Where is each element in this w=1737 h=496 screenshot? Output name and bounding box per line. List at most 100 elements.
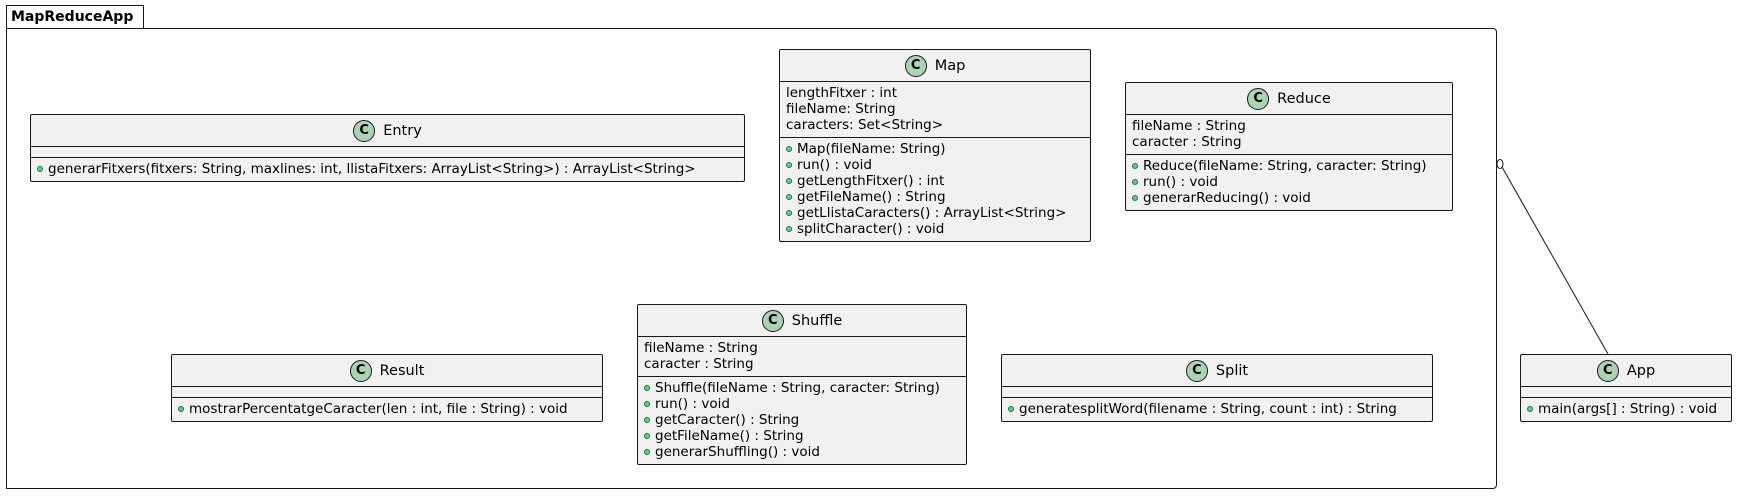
class-name: Reduce xyxy=(1277,90,1331,107)
fields-section xyxy=(172,387,602,398)
public-visibility-icon xyxy=(1132,179,1138,185)
class-icon: C xyxy=(761,309,784,332)
field: fileName : String xyxy=(644,340,758,356)
method: generarReducing() : void xyxy=(1132,190,1452,206)
public-visibility-icon xyxy=(786,162,792,168)
method-signature: run() : void xyxy=(655,396,730,412)
class-entry[interactable]: C Entry generarFitxers(fitxers: String, ma… xyxy=(30,114,745,182)
class-icon: C xyxy=(1185,359,1208,382)
method-signature: generatesplitWord(filename : String, cou… xyxy=(1019,401,1397,417)
aggregation-diamond-icon xyxy=(1496,159,1504,169)
method: Map(fileName: String) xyxy=(786,141,1090,157)
field: caracter : String xyxy=(1132,134,1242,150)
class-name: Result xyxy=(379,362,425,379)
class-header: C App xyxy=(1521,355,1731,387)
field: caracter : String xyxy=(644,356,754,372)
method-signature: getLlistaCaracters() : ArrayList<String> xyxy=(797,205,1067,221)
method: getLlistaCaracters() : ArrayList<String> xyxy=(786,205,1090,221)
class-name: Split xyxy=(1215,362,1249,379)
class-header: C Result xyxy=(172,355,602,387)
methods-section: main(args[] : String) : void xyxy=(1521,398,1731,421)
field: fileName: String xyxy=(786,101,896,117)
class-icon: C xyxy=(904,54,927,77)
public-visibility-icon xyxy=(644,385,650,391)
class-icon: C xyxy=(353,119,376,142)
methods-section: Reduce(fileName: String, caracter: Strin… xyxy=(1126,155,1452,210)
method: getLengthFitxer() : int xyxy=(786,173,1090,189)
class-result[interactable]: C Result mostrarPercentatgeCaracter(len : … xyxy=(171,354,603,422)
method: generarFitxers(fitxers: String, maxlines… xyxy=(37,161,744,177)
public-visibility-icon xyxy=(644,417,650,423)
method: getFileName() : String xyxy=(786,189,1090,205)
class-app[interactable]: C App main(args[] : String) : void xyxy=(1520,354,1732,422)
method: generarShuffling() : void xyxy=(644,444,966,460)
method: getCaracter() : String xyxy=(644,412,966,428)
method: run() : void xyxy=(644,396,966,412)
class-header: C Entry xyxy=(31,115,744,147)
method-signature: getFileName() : String xyxy=(655,428,804,444)
method-signature: getLengthFitxer() : int xyxy=(797,173,945,189)
method: Shuffle(fileName : String, caracter: Str… xyxy=(644,380,966,396)
public-visibility-icon xyxy=(644,401,650,407)
package-tab: MapReduceApp xyxy=(6,5,145,29)
class-name: App xyxy=(1626,362,1656,379)
methods-section: mostrarPercentatgeCaracter(len : int, fi… xyxy=(172,398,602,421)
method: run() : void xyxy=(1132,174,1452,190)
method: generatesplitWord(filename : String, cou… xyxy=(1008,401,1432,417)
class-icon: C xyxy=(1596,359,1619,382)
method: getFileName() : String xyxy=(644,428,966,444)
method-signature: Shuffle(fileName : String, caracter: Str… xyxy=(655,380,940,396)
method: mostrarPercentatgeCaracter(len : int, fi… xyxy=(178,401,602,417)
field: fileName : String xyxy=(1132,118,1246,134)
public-visibility-icon xyxy=(786,210,792,216)
field: lengthFitxer : int xyxy=(786,85,898,101)
methods-section: generarFitxers(fitxers: String, maxlines… xyxy=(31,158,744,181)
class-icon: C xyxy=(349,359,372,382)
methods-section: generatesplitWord(filename : String, cou… xyxy=(1002,398,1432,421)
method: main(args[] : String) : void xyxy=(1527,401,1731,417)
method: splitCharacter() : void xyxy=(786,221,1090,237)
class-icon: C xyxy=(1247,87,1270,110)
fields-section xyxy=(1521,387,1731,398)
field: caracters: Set<String> xyxy=(786,117,944,133)
method-signature: mostrarPercentatgeCaracter(len : int, fi… xyxy=(189,401,568,417)
package-name: MapReduceApp xyxy=(11,9,134,25)
public-visibility-icon xyxy=(1132,163,1138,169)
public-visibility-icon xyxy=(178,406,184,412)
method-signature: run() : void xyxy=(1143,174,1218,190)
class-name: Entry xyxy=(383,122,422,139)
public-visibility-icon xyxy=(644,433,650,439)
public-visibility-icon xyxy=(37,166,43,172)
class-name: Shuffle xyxy=(791,312,843,329)
public-visibility-icon xyxy=(786,178,792,184)
method-signature: main(args[] : String) : void xyxy=(1538,401,1718,417)
method: Reduce(fileName: String, caracter: Strin… xyxy=(1132,158,1452,174)
method-signature: generarShuffling() : void xyxy=(655,444,820,460)
method-signature: run() : void xyxy=(797,157,872,173)
method-signature: getCaracter() : String xyxy=(655,412,800,428)
aggregation-line xyxy=(1501,166,1609,355)
class-split[interactable]: C Split generatesplitWord(filename : Strin… xyxy=(1001,354,1433,422)
public-visibility-icon xyxy=(786,146,792,152)
public-visibility-icon xyxy=(786,194,792,200)
fields-section xyxy=(31,147,744,158)
package-mapreduceapp xyxy=(6,28,1497,489)
method-signature: generarFitxers(fitxers: String, maxlines… xyxy=(48,161,696,177)
class-header: C Shuffle xyxy=(638,305,966,337)
public-visibility-icon xyxy=(1132,195,1138,201)
public-visibility-icon xyxy=(1527,406,1533,412)
method-signature: generarReducing() : void xyxy=(1143,190,1311,206)
method: run() : void xyxy=(786,157,1090,173)
methods-section: Shuffle(fileName : String, caracter: Str… xyxy=(638,377,966,464)
method-signature: Map(fileName: String) xyxy=(797,141,946,157)
public-visibility-icon xyxy=(786,226,792,232)
